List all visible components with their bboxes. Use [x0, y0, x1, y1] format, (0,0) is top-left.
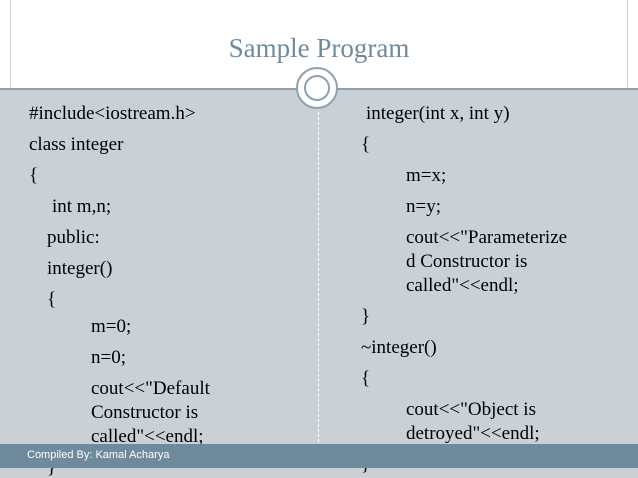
code-line-right-4: n=y; [406, 196, 441, 217]
column-divider [318, 112, 319, 447]
slide-title: Sample Program [228, 33, 410, 63]
code-line-left-9: n=0; [91, 347, 126, 368]
code-line-left-8: m=0; [91, 316, 132, 337]
code-line-left-2: class integer [29, 134, 124, 155]
code-line-left-6: integer() [47, 258, 113, 279]
code-line-right-3: m=x; [406, 165, 447, 186]
code-line-right-7: called"<<endl; [406, 275, 519, 296]
code-line-right-2: { [361, 134, 371, 155]
code-line-left-5: public: [47, 227, 100, 248]
left-border-line [10, 0, 11, 478]
code-line-right-8: } [361, 306, 371, 327]
code-line-left-11: Constructor is [91, 402, 199, 423]
code-line-right-9: ~integer() [361, 337, 437, 358]
right-border-line [627, 0, 628, 478]
code-line-left-1: #include<iostream.h> [29, 103, 196, 124]
circle-ornament-icon [296, 67, 338, 109]
code-line-right-12: detroyed"<<endl; [406, 423, 540, 444]
footer-credit: Compiled By: Kamal Acharya [27, 449, 170, 461]
code-line-right-1: integer(int x, int y) [366, 103, 510, 124]
footer-bar [0, 444, 638, 468]
code-line-right-11: cout<<"Object is [406, 399, 536, 420]
code-line-left-3: { [29, 165, 39, 186]
code-line-left-4: int m,n; [52, 196, 112, 217]
code-line-left-7: { [47, 289, 57, 310]
circle-ornament-inner [304, 75, 330, 101]
code-line-right-6: d Constructor is [406, 251, 528, 272]
slide-content-area [0, 88, 638, 478]
code-line-left-12: called"<<endl; [91, 426, 204, 447]
code-line-right-5: cout<<"Parameterize [406, 227, 568, 248]
code-line-right-10: { [361, 368, 371, 389]
code-line-left-10: cout<<"Default [91, 378, 210, 399]
